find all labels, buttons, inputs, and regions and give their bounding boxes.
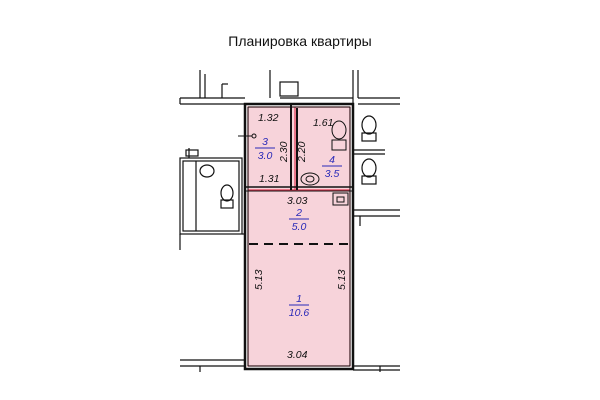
room-number: 2 bbox=[295, 207, 302, 219]
apartment-walls bbox=[243, 102, 355, 371]
dim-left-height: 5.13 bbox=[253, 269, 265, 290]
room-number: 3 bbox=[262, 136, 268, 148]
dim-top-right-width: 1.61 bbox=[313, 117, 333, 129]
dim-room4-height: 2.20 bbox=[296, 141, 308, 163]
room-label-3: 3 3.0 bbox=[255, 136, 275, 162]
dim-right-height: 5.13 bbox=[336, 269, 348, 290]
dim-top-left-width: 1.32 bbox=[258, 112, 279, 124]
room-label-1: 1 10.6 bbox=[289, 293, 310, 319]
dim-bottom-left-width: 1.31 bbox=[259, 173, 279, 185]
room-area: 3.0 bbox=[258, 150, 273, 162]
room-area: 3.5 bbox=[325, 168, 340, 180]
bathroom-fixtures bbox=[238, 120, 349, 206]
dim-bottom-width: 3.04 bbox=[287, 349, 308, 361]
room-area: 10.6 bbox=[289, 307, 310, 319]
room-label-2: 2 5.0 bbox=[289, 207, 309, 233]
surrounding-walls bbox=[179, 70, 400, 372]
dim-room2-width: 3.03 bbox=[287, 195, 308, 207]
room-number: 1 bbox=[296, 293, 302, 305]
room-area: 5.0 bbox=[292, 221, 307, 233]
room-number: 4 bbox=[329, 154, 335, 166]
room-label-4: 4 3.5 bbox=[322, 154, 342, 180]
plan-title: Планировка квартиры bbox=[228, 33, 372, 49]
dim-room3-height: 2.30 bbox=[278, 141, 290, 163]
